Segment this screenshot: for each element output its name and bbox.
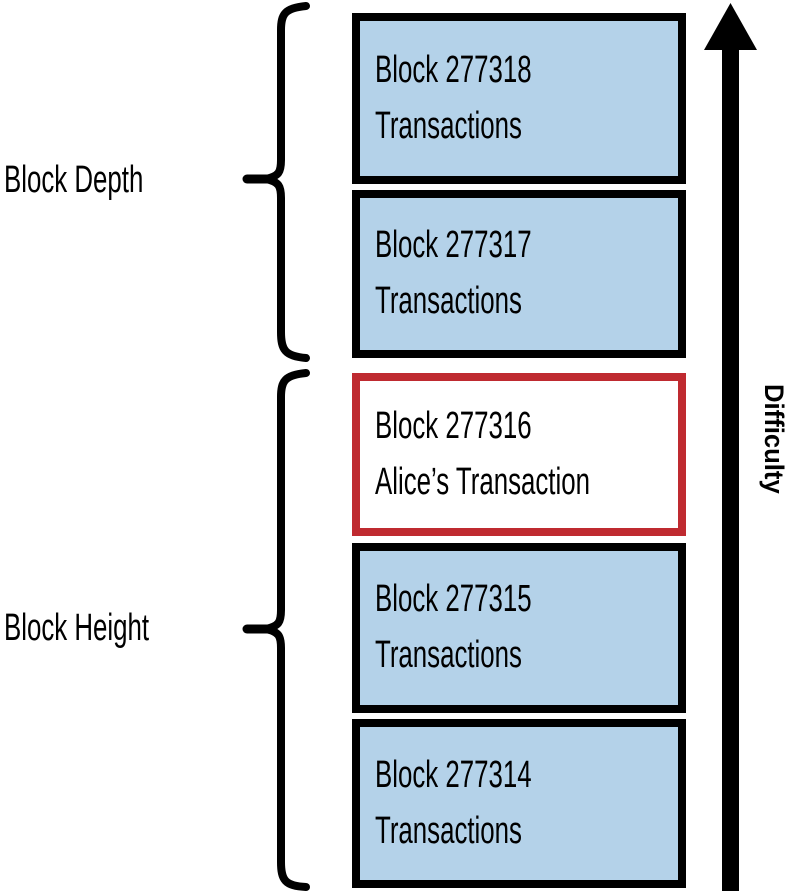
block-title: Block 277316 — [375, 404, 678, 450]
block-title: Block 277318 — [375, 48, 678, 94]
block-subtitle: Alice’s Transaction — [375, 460, 678, 506]
block-depth-brace-icon — [242, 2, 310, 362]
block-title-text: Block 277315 — [375, 578, 532, 621]
block-title-text: Block 277314 — [375, 753, 532, 796]
difficulty-arrow-icon — [704, 3, 757, 891]
block-title-text: Block 277318 — [375, 48, 532, 91]
block-277316-highlighted: Block 277316 Alice’s Transaction — [352, 373, 686, 536]
block-subtitle: Transactions — [375, 633, 678, 679]
block-subtitle: Transactions — [375, 279, 678, 325]
block-title: Block 277317 — [375, 223, 678, 269]
block-subtitle-text: Transactions — [375, 104, 522, 147]
block-subtitle-text: Transactions — [375, 809, 522, 852]
block-277315: Block 277315 Transactions — [352, 543, 686, 713]
block-277318: Block 277318 Transactions — [352, 13, 686, 184]
difficulty-label: Difficulty — [759, 384, 789, 494]
block-height-label-text: Block Height — [4, 607, 150, 649]
block-277314: Block 277314 Transactions — [352, 719, 686, 888]
block-title-text: Block 277316 — [375, 404, 532, 447]
block-title-text: Block 277317 — [375, 224, 532, 267]
block-depth-label: Block Depth — [4, 157, 209, 203]
block-height-brace-icon — [242, 369, 310, 891]
block-title: Block 277314 — [375, 753, 678, 799]
block-subtitle: Transactions — [375, 104, 678, 150]
block-subtitle: Transactions — [375, 809, 678, 855]
block-277317: Block 277317 Transactions — [352, 190, 686, 358]
block-subtitle-text: Alice’s Transaction — [375, 460, 590, 503]
block-title: Block 277315 — [375, 577, 678, 623]
block-height-label: Block Height — [4, 605, 217, 651]
block-subtitle-text: Transactions — [375, 280, 522, 322]
block-subtitle-text: Transactions — [375, 634, 522, 676]
block-depth-label-text: Block Depth — [4, 159, 144, 201]
